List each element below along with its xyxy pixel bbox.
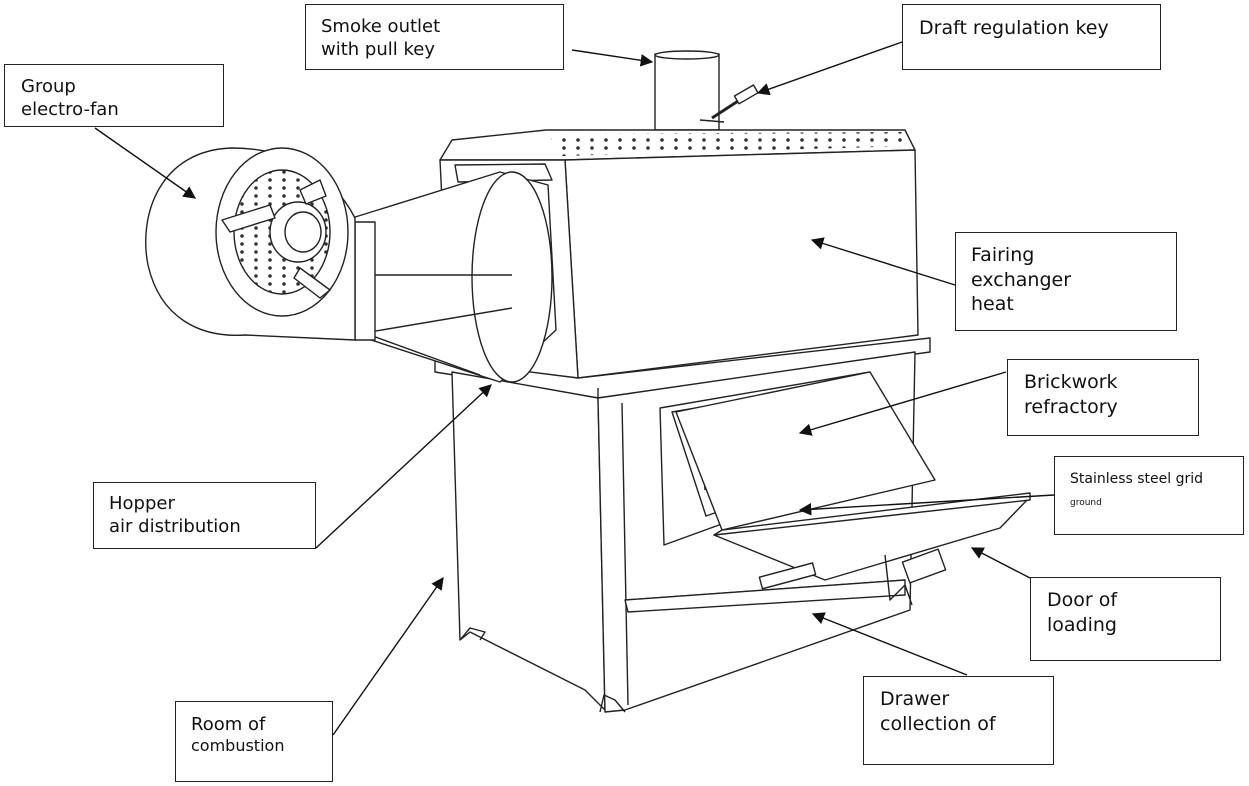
arrow-smoke-outlet (571, 49, 654, 67)
label-drawer-line-2: collection of (880, 712, 996, 735)
label-brickwork-line-1: Brickwork (1024, 371, 1118, 393)
arrow-door (970, 547, 1031, 579)
label-draft-key-line-1: Draft regulation key (919, 17, 1109, 39)
electro-fan (145, 147, 356, 341)
arrow-brickwork (798, 371, 1007, 436)
label-draft-key: Draft regulation key (902, 4, 1161, 70)
label-grid-line-2: ground (1070, 498, 1102, 509)
arrow-draft-key (756, 41, 903, 96)
smoke-outlet-chimney (654, 50, 720, 131)
label-fairing-line-1: Fairing (971, 244, 1035, 266)
label-brickwork: Brickwork refractory (1007, 359, 1199, 436)
label-room: Room of combustion (175, 701, 333, 782)
arrow-drawer (811, 612, 968, 676)
label-fairing-line-3: heat (971, 293, 1014, 316)
hopper-cone (351, 171, 557, 383)
arrow-hopper (315, 384, 492, 549)
arrow-group-fan (94, 127, 197, 199)
label-fairing: Fairing exchanger heat (955, 232, 1177, 331)
label-smoke-outlet-line-2: with pull key (321, 39, 435, 61)
label-group-fan: Group electro-fan (4, 64, 224, 127)
label-smoke-outlet-line-1: Smoke outlet (321, 16, 441, 37)
label-grid-line-1: Stainless steel grid (1070, 471, 1204, 487)
arrow-grid (798, 494, 1055, 516)
label-door-line-2: loading (1047, 613, 1117, 636)
open-door (675, 371, 1031, 606)
label-door: Door of loading (1030, 577, 1221, 661)
label-group-fan-line-1: Group (21, 76, 76, 97)
shelf (434, 337, 931, 399)
label-grid: Stainless steel grid ground (1054, 456, 1244, 535)
label-room-line-2: combustion (191, 736, 285, 756)
label-group-fan-line-2: electro-fan (21, 99, 119, 121)
arrow-room (332, 576, 444, 736)
label-drawer: Drawer collection of (863, 676, 1054, 765)
label-door-line-1: Door of (1047, 589, 1118, 611)
draft-key (699, 84, 759, 123)
label-brickwork-line-2: refractory (1024, 395, 1118, 418)
label-drawer-line-1: Drawer (880, 688, 950, 710)
arrow-fairing (810, 237, 956, 286)
label-hopper-line-2: air distribution (109, 516, 241, 538)
label-smoke-outlet: Smoke outlet with pull key (305, 4, 564, 70)
label-fairing-line-2: exchanger (971, 268, 1072, 291)
label-hopper: Hopper air distribution (93, 482, 316, 549)
label-room-line-1: Room of (191, 714, 266, 735)
label-hopper-line-1: Hopper (109, 493, 175, 514)
